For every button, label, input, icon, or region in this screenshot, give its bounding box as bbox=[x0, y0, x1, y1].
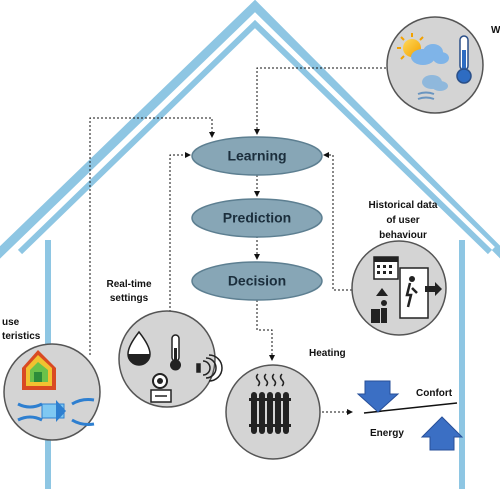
humidity-drop-icon bbox=[127, 330, 151, 366]
house-label-line-2: teristics bbox=[2, 331, 41, 342]
heating-label: Heating bbox=[309, 348, 346, 359]
balance-beam bbox=[363, 402, 458, 414]
confort-label: Confort bbox=[416, 388, 453, 399]
weather-label: W bbox=[491, 25, 500, 36]
thermometer-icon bbox=[456, 35, 472, 84]
connector-realtime-to-learning bbox=[169, 152, 191, 312]
decision-label: Decision bbox=[228, 273, 286, 289]
connector-historical-to-learning bbox=[323, 152, 352, 291]
house-roof-outer bbox=[0, 0, 500, 259]
house-characteristics-label: use teristics bbox=[2, 316, 40, 344]
connectors bbox=[89, 67, 390, 415]
calendar-icon bbox=[373, 256, 399, 280]
presence-sensor-icon bbox=[150, 373, 172, 403]
airflow-arrows-icon bbox=[17, 398, 95, 426]
house-roof-inner bbox=[17, 19, 493, 255]
energy-label: Energy bbox=[370, 428, 404, 439]
radiator-icon bbox=[249, 373, 291, 434]
realtime-label-line-1: Real-time bbox=[106, 279, 152, 290]
realtime-settings-label: Real-time settings bbox=[100, 278, 158, 306]
heating-circle bbox=[225, 364, 321, 460]
prediction-label: Prediction bbox=[223, 210, 291, 226]
prediction-node: Prediction bbox=[191, 198, 323, 238]
connector-house-to-learning bbox=[89, 117, 215, 355]
historical-circle bbox=[351, 240, 447, 336]
historical-data-label: Historical data of user behaviour bbox=[356, 198, 450, 243]
realtime-circle bbox=[118, 310, 223, 408]
comfort-energy-balance bbox=[356, 380, 464, 451]
historical-label-line-2: of user bbox=[386, 215, 420, 226]
decision-node: Decision bbox=[191, 261, 323, 301]
sound-waves-icon bbox=[196, 354, 223, 382]
cooking-person-icon bbox=[371, 288, 388, 323]
learning-label: Learning bbox=[227, 148, 286, 164]
thermometer-icon bbox=[170, 334, 181, 371]
thermal-house-icon bbox=[22, 350, 56, 390]
house-label-line-1: use bbox=[2, 317, 20, 328]
energy-up-arrow-icon bbox=[420, 416, 464, 451]
historical-label-line-1: Historical data bbox=[368, 200, 438, 211]
weather-circle bbox=[386, 16, 484, 114]
cloud-icon bbox=[411, 44, 449, 65]
historical-label-line-3: behaviour bbox=[379, 230, 427, 241]
realtime-label-line-2: settings bbox=[109, 293, 149, 304]
exit-door-icon bbox=[399, 267, 442, 319]
house-characteristics-circle bbox=[3, 343, 101, 441]
connector-weather-to-learning bbox=[254, 67, 390, 135]
comfort-up-down-arrow-icon bbox=[356, 380, 400, 413]
connector-decision-to-heating bbox=[256, 300, 275, 361]
rain-cloud-icon bbox=[417, 75, 448, 100]
learning-node: Learning bbox=[191, 136, 323, 176]
